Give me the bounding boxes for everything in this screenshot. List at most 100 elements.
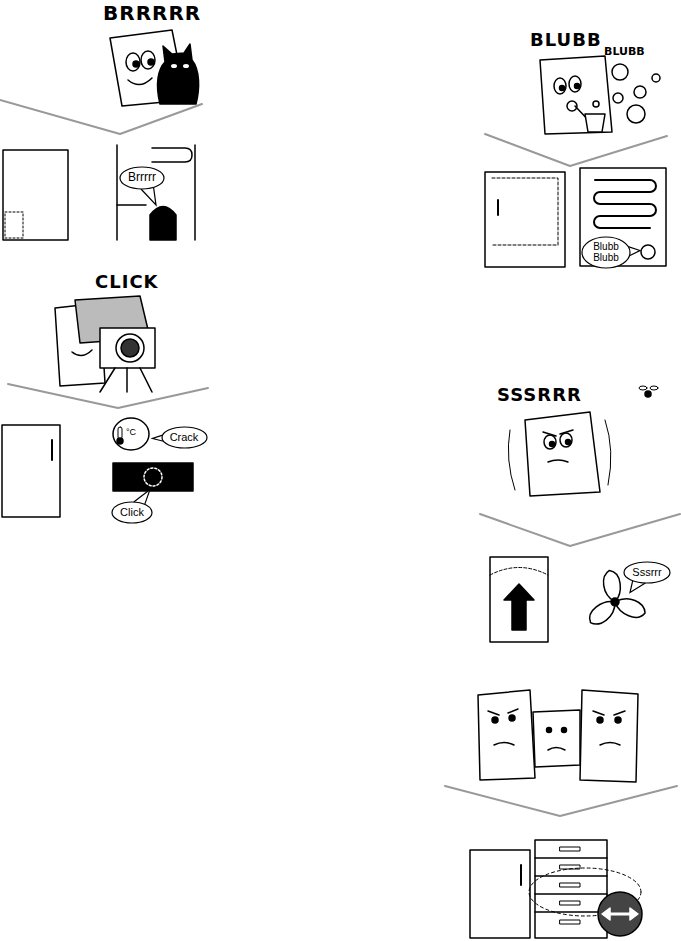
fridge-bubbles-cartoon bbox=[554, 78, 566, 94]
fridge-fly-cartoon bbox=[525, 412, 600, 496]
fridges-crowded-cartoon bbox=[478, 690, 638, 782]
spacing-symbol bbox=[630, 908, 638, 920]
spacing-symbol bbox=[598, 892, 642, 936]
drawer-unit bbox=[535, 840, 607, 938]
fridges-crowded-cartoon bbox=[615, 717, 621, 723]
bubble-text: Click bbox=[120, 506, 144, 519]
compressor-detail bbox=[150, 207, 176, 241]
fridge-fly-cartoon bbox=[650, 386, 658, 390]
fridge-camera-cartoon bbox=[100, 368, 115, 392]
compressor-detail bbox=[117, 204, 146, 206]
bubble-outline bbox=[624, 562, 670, 583]
fridge-camera-cartoon bbox=[100, 328, 155, 368]
fridge-bubbles-cartoon bbox=[585, 114, 605, 132]
fridge-camera-cartoon bbox=[121, 339, 139, 357]
fridge-fly-cartoon bbox=[605, 420, 611, 485]
thermometer-cloud bbox=[118, 427, 122, 439]
speech-bubble: Click bbox=[111, 501, 153, 524]
fridge-fly-cartoon bbox=[566, 440, 571, 445]
bubble-text: Crack bbox=[170, 431, 199, 444]
fridge-bubbles-cartoon bbox=[627, 105, 645, 123]
fridge-outline bbox=[504, 584, 534, 630]
fridge-outline bbox=[51, 440, 53, 460]
fridge-cat-cartoon bbox=[128, 78, 152, 85]
fridges-crowded-cartoon bbox=[488, 711, 499, 715]
drawer-unit bbox=[560, 901, 580, 905]
drawer-unit bbox=[560, 920, 580, 924]
compressor-detail bbox=[152, 148, 192, 162]
drawer-unit bbox=[560, 883, 580, 887]
fridge-outline bbox=[490, 557, 548, 642]
drawer-unit bbox=[560, 847, 580, 851]
divider-chevron bbox=[0, 100, 202, 134]
fridge-bubbles-cartoon bbox=[540, 56, 612, 134]
fridge-outline bbox=[497, 200, 499, 215]
sound-word: BLUBB bbox=[530, 30, 602, 51]
fridge-fly-cartoon bbox=[543, 432, 556, 436]
fridge-cat-cartoon bbox=[133, 61, 139, 67]
fridges-crowded-cartoon bbox=[593, 711, 604, 715]
spacing-symbol bbox=[529, 868, 642, 936]
speech-bubble: Sssrrr bbox=[623, 561, 671, 584]
thermometer-cloud bbox=[113, 418, 149, 450]
thermometer-cloud bbox=[113, 418, 149, 450]
fridge-fly-cartoon bbox=[645, 391, 651, 397]
fridge-bubbles-cartoon bbox=[560, 86, 565, 91]
fan-symbol bbox=[611, 598, 619, 606]
bubble-outline bbox=[120, 167, 164, 189]
bubble-text: Blubb Blubb bbox=[590, 241, 622, 264]
fridges-crowded-cartoon bbox=[509, 715, 515, 721]
fridge-outline bbox=[2, 425, 60, 517]
speech-bubble: Blubb Blubb bbox=[581, 236, 631, 269]
fridge-cat-cartoon bbox=[158, 44, 199, 104]
speech-bubble: Crack bbox=[161, 426, 208, 449]
fridge-camera-cartoon bbox=[55, 296, 155, 392]
sound-word: SSSRRR bbox=[497, 385, 582, 406]
bubble-tail bbox=[141, 187, 156, 205]
fridge-fly-cartoon bbox=[544, 435, 556, 449]
fridge-outline bbox=[490, 557, 548, 642]
divider-chevron bbox=[485, 134, 667, 166]
compressor-detail bbox=[116, 145, 118, 240]
spacing-symbol bbox=[602, 908, 610, 920]
fridge-outline bbox=[5, 212, 23, 238]
fridge-fly-cartoon bbox=[548, 460, 568, 462]
fridges-crowded-cartoon bbox=[478, 690, 535, 780]
fridge-camera-cartoon bbox=[116, 334, 144, 362]
fridges-crowded-cartoon bbox=[494, 743, 514, 746]
bubble-outline bbox=[112, 502, 152, 523]
fridge-bubbles-cartoon bbox=[612, 64, 628, 80]
fridge-fly-cartoon bbox=[550, 442, 555, 447]
thermometer-cloud bbox=[117, 438, 123, 444]
compressor-detail bbox=[117, 145, 195, 240]
fridge-outline bbox=[485, 172, 565, 267]
fridges-crowded-cartoon bbox=[597, 717, 603, 723]
drawer-unit bbox=[535, 858, 607, 912]
fridge-outline bbox=[3, 150, 68, 240]
fridge-outline bbox=[520, 865, 522, 885]
fridge-cat-cartoon bbox=[171, 64, 177, 68]
bubble-text: Sssrrr bbox=[632, 566, 662, 579]
cooling-coil bbox=[594, 180, 656, 228]
cooling-coil bbox=[641, 245, 655, 259]
compressor-detail bbox=[194, 145, 196, 240]
fridge-camera-cartoon bbox=[72, 350, 92, 356]
fridge-outline bbox=[485, 172, 565, 267]
divider-chevron bbox=[480, 514, 680, 546]
fridge-cat-cartoon bbox=[148, 59, 154, 65]
fridges-crowded-cartoon bbox=[614, 711, 625, 715]
sound-word: CLICK bbox=[95, 272, 159, 293]
fridge-outline bbox=[492, 178, 558, 245]
fridge-cat-cartoon bbox=[183, 64, 189, 68]
fridge-bubbles-cartoon bbox=[575, 84, 580, 89]
fridge-outline bbox=[2, 425, 60, 517]
fan-symbol bbox=[585, 596, 620, 629]
fridge-bubbles-cartoon bbox=[652, 74, 660, 82]
fridge-fly-cartoon bbox=[508, 430, 515, 490]
fridges-crowded-cartoon bbox=[508, 709, 518, 713]
speech-bubble: Brrrrr bbox=[119, 166, 165, 190]
fridge-bubbles-cartoon bbox=[634, 86, 646, 98]
